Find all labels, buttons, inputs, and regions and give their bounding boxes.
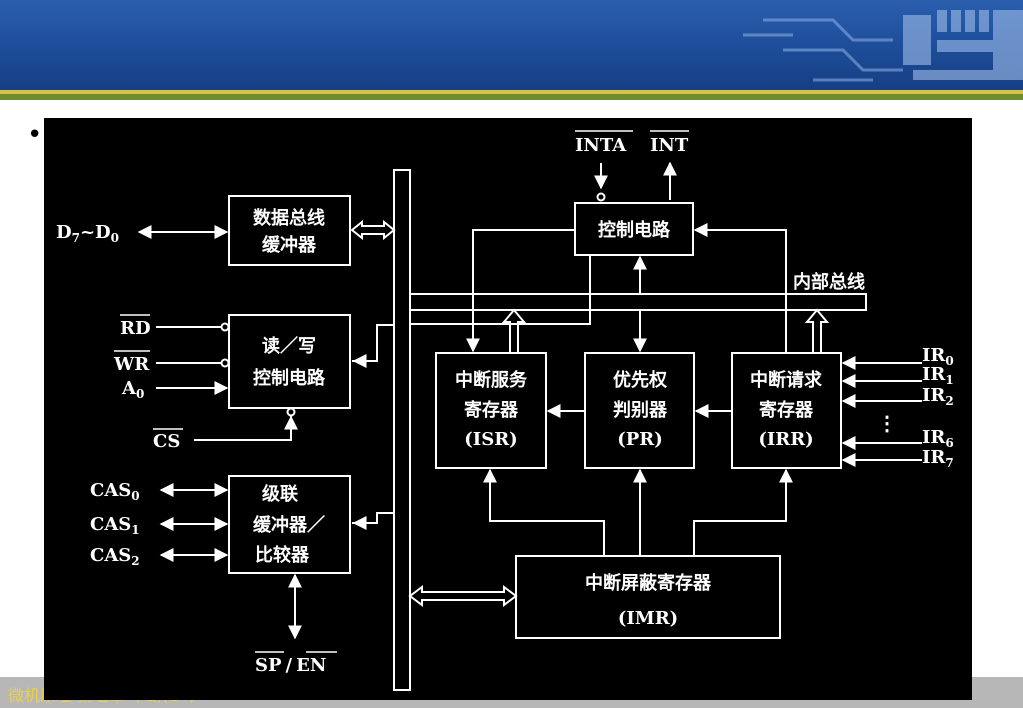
pr-line1: 优先权 [613, 369, 668, 391]
system-bus [393, 169, 411, 691]
isr-line3: (ISR) [464, 429, 517, 450]
header-divider-green [0, 94, 1023, 100]
d7-d0-label: D7~D0 [56, 222, 119, 245]
irr-line1: 中断请求 [750, 369, 823, 391]
sp-en-label: SP/EN [255, 655, 326, 676]
cascade-line1: 级联 [262, 483, 298, 505]
rw-control-line1: 读／写 [262, 335, 316, 357]
irr-line3: (IRR) [758, 429, 813, 450]
data-bus-buffer-line1: 数据总线 [253, 207, 325, 229]
ir7-label: IR7 [922, 447, 954, 470]
cascade-line3: 比较器 [255, 544, 310, 566]
data-bus-buffer-line2: 缓冲器 [262, 234, 317, 256]
slide-header [0, 0, 1023, 90]
inta-label: INTA [575, 135, 627, 156]
isr-line2: 寄存器 [464, 399, 519, 421]
8259a-block-diagram: INTA INT D7~D0 RD WR A0 CS CAS0 CAS1 CAS… [44, 118, 972, 700]
cascade-buffer-block [228, 475, 351, 574]
wr-inversion-bubble [220, 358, 230, 368]
ir-dots: ⋮ [877, 411, 897, 435]
isr-bus-hollow-arrow [501, 308, 527, 354]
internal-bus-label: 内部总线 [793, 271, 865, 293]
control-to-bus-wire [410, 255, 591, 325]
control-logic-line1: 控制电路 [598, 219, 671, 241]
bullet-point: • [27, 120, 43, 150]
cas1-label: CAS1 [90, 514, 140, 537]
imr-to-isr-wire [483, 468, 605, 556]
ir2-label: IR2 [922, 385, 954, 408]
circuit-decoration [743, 10, 1023, 82]
cs-inversion-bubble [286, 407, 296, 417]
irr-bus-hollow-arrow [804, 308, 830, 354]
irr-to-control-wire [693, 223, 787, 353]
rw-control-line2: 控制电路 [253, 367, 326, 389]
irr-line2: 寄存器 [759, 399, 814, 421]
isr-block [435, 352, 547, 469]
cas0-label: CAS0 [90, 480, 140, 503]
imr-line1: 中断屏蔽寄存器 [585, 572, 712, 594]
data-bus-buffer-block [228, 195, 351, 266]
pr-line3: (PR) [617, 429, 663, 450]
ir0-label: IR0 [922, 345, 954, 368]
rd-label: RD [120, 318, 151, 339]
ir1-label: IR1 [922, 364, 954, 387]
internal-bus [409, 293, 867, 311]
buffer-bus-hollow-arrow [350, 219, 396, 241]
a0-label: A0 [121, 378, 144, 401]
cs-label: CS [153, 431, 180, 452]
imr-bus-hollow-arrow [408, 585, 518, 607]
header-divider-gold [0, 90, 1023, 94]
imr-line2: (IMR) [618, 608, 678, 629]
pr-line2: 判别器 [613, 400, 668, 421]
int-label: INT [650, 135, 689, 156]
imr-to-irr-wire [693, 468, 793, 556]
cas2-label: CAS2 [90, 545, 140, 568]
isr-line1: 中断服务 [455, 369, 528, 391]
rd-inversion-bubble [220, 322, 230, 332]
cascade-line2: 缓冲器／ [253, 514, 325, 536]
control-to-isr-wire [466, 229, 575, 353]
ir6-label: IR6 [922, 427, 954, 450]
inta-inversion-bubble [596, 192, 606, 202]
wr-label: WR [113, 354, 150, 375]
